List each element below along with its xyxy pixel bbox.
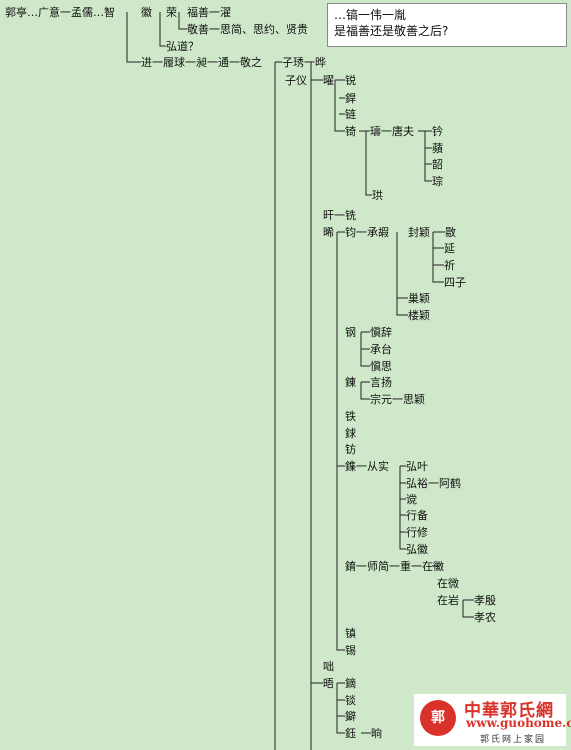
site-url: www.guohome.org (466, 716, 571, 730)
tree-node: 銶 (345, 427, 356, 440)
note-line-2: 是福善还是敬善之后? (334, 24, 449, 38)
tree-node: 郭亭…广意一孟儒…智 (5, 6, 115, 19)
tree-node: 钧一承嘏 (345, 226, 389, 239)
tree-node: 链 (345, 108, 356, 121)
tree-node: 延 (444, 242, 455, 255)
tree-node: 锬 (345, 694, 356, 707)
tree-node: 锜 (345, 125, 356, 138)
tree-node: 在岩 (437, 594, 459, 607)
tree-node: 楼颖 (408, 309, 430, 322)
tree-node: 敭 (445, 226, 456, 239)
seal-icon: 郭 (420, 700, 456, 736)
tree-node: 祈 (444, 259, 455, 272)
tree-node: 言扬 (370, 376, 392, 389)
tree-node: 钤 (432, 125, 443, 138)
tree-node: 弘徽 (406, 543, 428, 556)
tree-node: 孝农 (474, 611, 496, 624)
tree-node: 敬善一思简、思约、贤贵 (187, 23, 308, 36)
tree-node: 鈺 (345, 727, 356, 740)
tree-node: 进一履球一昶一通一敬之 (141, 56, 262, 69)
tree-node: 镇 (345, 627, 356, 640)
brand-name: 中華郭氏網 (464, 701, 554, 721)
tree-node: 徽 (141, 6, 152, 19)
tree-node: 铁 (345, 410, 356, 423)
tree-node: 弘裕一阿鹤 (406, 477, 461, 490)
tree-node: 宗元一思颖 (370, 393, 425, 406)
tree-node: 福善一濯 (187, 6, 231, 19)
tree-node: 荣 (166, 6, 177, 19)
tree-node: 承台 (370, 343, 392, 356)
tree-node: 鐴 (345, 710, 356, 723)
tree-node: 鏑 (345, 677, 356, 690)
tree-node: 蘋 (432, 142, 443, 155)
site-tagline: 郭氏网上家园 (480, 735, 547, 745)
tree-node: 封颖 (408, 226, 430, 239)
tree-node: 行备 (406, 509, 428, 522)
tree-node: 晤 (323, 677, 334, 690)
tree-node: 子仪 (285, 74, 307, 87)
tree-node: 愼辞 (370, 326, 392, 339)
tree-node: 钫 (345, 443, 356, 456)
tree-node: 琮 (432, 175, 443, 188)
tree-node: 子琇一晔 (282, 56, 326, 69)
site-logo[interactable]: 郭 中華郭氏網 www.guohome.org 郭氏网上家园 (414, 694, 571, 746)
tree-node: 孝殷 (474, 594, 496, 607)
tree-node: 曜 (323, 74, 334, 87)
tree-node: 弘道？ (166, 40, 199, 53)
tree-node: 旰一铣 (323, 209, 356, 222)
note-line-1: …镐一伟一胤 (334, 8, 407, 22)
tree-node: 谠 (406, 493, 417, 506)
tree-node: 錥一师简一重一在徽 (345, 560, 444, 573)
tree-node: 四子 (444, 276, 466, 289)
tree-node: 行修 (406, 526, 428, 539)
tree-node: 锐 (345, 74, 356, 87)
tree-node: 錬 (345, 376, 356, 389)
tree-node: 弘叶 (406, 460, 428, 473)
tree-node: 在微 (437, 577, 459, 590)
annotation-note: …镐一伟一胤 是福善还是敬善之后? (327, 3, 567, 47)
tree-node: 珙 (372, 189, 383, 202)
tree-node: 巢颖 (408, 292, 430, 305)
tree-node: 晌 (371, 727, 382, 740)
tree-node: 銲 (345, 92, 356, 105)
tree-node: 韶 (432, 158, 443, 171)
tree-node: 钢 (345, 326, 356, 339)
tree-node: 璹一唐夫 (370, 125, 414, 138)
tree-node: 鏶一从实 (345, 460, 389, 473)
tree-node: 晞 (323, 226, 334, 239)
tree-node: 愼思 (370, 360, 392, 373)
tree-node: 锡 (345, 644, 356, 657)
tree-node: 咄 (323, 660, 334, 673)
